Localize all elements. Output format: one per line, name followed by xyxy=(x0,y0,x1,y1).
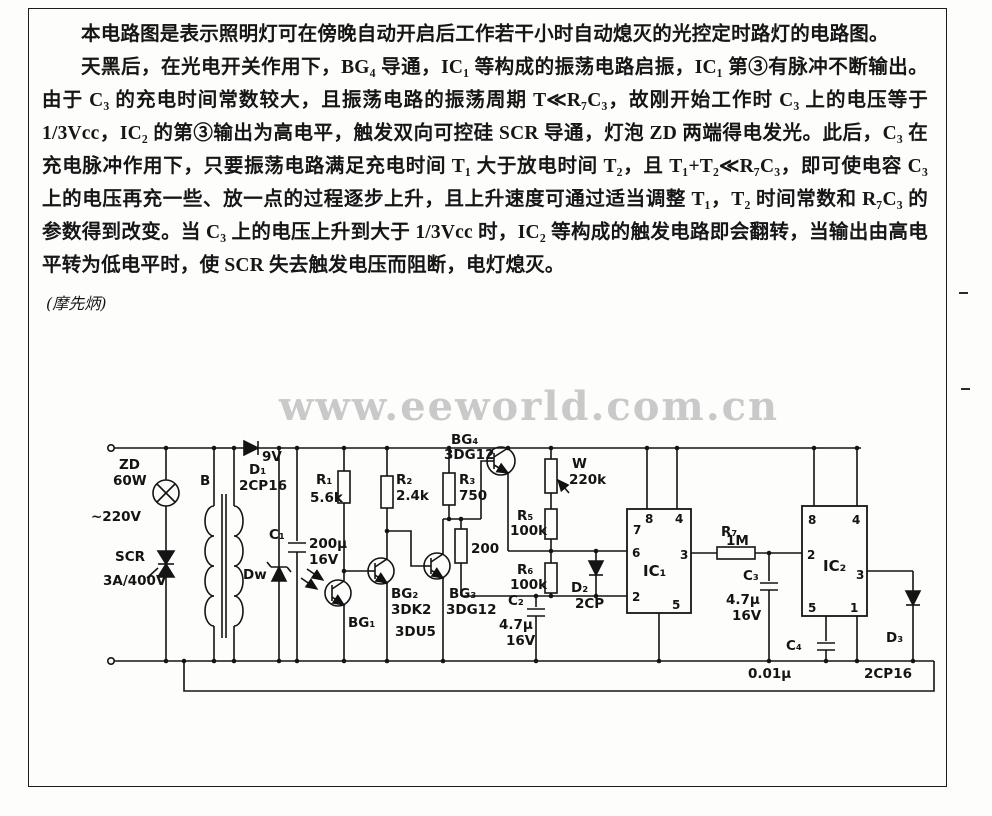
label-d2: D₂ xyxy=(571,580,588,596)
label-bg1-type: 3DU5 xyxy=(395,624,436,640)
label-r5: R₅ xyxy=(517,508,533,524)
diode-d2 xyxy=(587,551,605,596)
label-w-value: 220k xyxy=(569,472,607,488)
ic2-pin-4: 4 xyxy=(852,513,860,527)
label-r5-value: 100k xyxy=(510,523,548,539)
label-c2-value: 4.7μ xyxy=(499,617,533,633)
label-c3-voltage: 16V xyxy=(732,608,762,624)
label-d3: D₃ xyxy=(886,630,903,646)
input-terminal-bottom xyxy=(107,657,116,666)
label-r1: R₁ xyxy=(316,472,332,488)
label-r4-value: 200 xyxy=(471,541,499,557)
label-r1-value: 5.6k xyxy=(310,490,344,506)
label-scr-rating: 3A/400V xyxy=(103,573,167,589)
zener-dw xyxy=(266,448,292,661)
ic2-chip xyxy=(801,448,913,661)
diode-d3 xyxy=(904,571,922,661)
ic1-pin-6: 6 xyxy=(632,546,640,560)
article-text: 本电路图是表示照明灯可在傍晚自动开启后工作若干小时自动熄灭的光控定时路灯的电路图… xyxy=(42,18,928,314)
label-scr: SCR xyxy=(115,549,146,565)
label-zd-power: 60W xyxy=(113,473,147,489)
cap-c4 xyxy=(817,642,835,661)
resistor-r4 xyxy=(454,519,468,596)
label-c2: C₂ xyxy=(508,593,524,609)
label-bg4: BG₄ xyxy=(451,432,478,448)
label-c1-value: 200μ xyxy=(309,536,347,552)
input-terminal-top xyxy=(107,444,116,453)
label-r3: R₃ xyxy=(459,472,475,488)
ic1-chip xyxy=(626,448,717,661)
transistor-bg2 xyxy=(367,530,424,661)
circuit-diagram: ZD 60W ~220V SCR 3A/400V B 9V D₁ 2CP16 D… xyxy=(91,432,935,692)
ic1-pin-7: 7 xyxy=(633,523,641,537)
ic-pin-numbers: 7 8 4 6 2 3 5 8 4 2 3 5 1 xyxy=(632,512,864,615)
diode-d1 xyxy=(243,439,260,457)
label-bg2-type: 3DK2 xyxy=(391,602,431,618)
label-c4: C₄ xyxy=(786,638,802,654)
label-bg3-type: 3DG12 xyxy=(446,602,496,618)
ic1-pin-8: 8 xyxy=(645,512,653,526)
supply-rails xyxy=(107,444,935,692)
transistor-bg4 xyxy=(480,446,516,551)
ic2-pin-5: 5 xyxy=(808,601,816,615)
transformer-b xyxy=(204,448,244,661)
body-paragraph: 天黑后，在光电开关作用下，BG₄ 导通，IC₁ 等构成的振荡电路启振，IC₁ 第… xyxy=(42,57,928,276)
page-border: 本电路图是表示照明灯可在傍晚自动开启后工作若干小时自动熄灭的光控定时路灯的电路图… xyxy=(28,8,947,787)
label-d3-type: 2CP16 xyxy=(864,666,912,682)
label-c3-value: 4.7μ xyxy=(726,592,760,608)
ic2-pin-2: 2 xyxy=(807,548,815,562)
ic1-pin-5: 5 xyxy=(672,598,680,612)
label-r6-value: 100k xyxy=(510,577,548,593)
label-zd: ZD xyxy=(119,457,140,473)
ic1-pin-4: 4 xyxy=(675,512,683,526)
transistor-bg3 xyxy=(423,519,451,661)
cap-c3 xyxy=(760,553,778,661)
junction-dots xyxy=(163,445,916,664)
potentiometer-w xyxy=(544,448,570,509)
resistor-r2 xyxy=(380,448,394,559)
ic2-pin-3: 3 xyxy=(856,568,864,582)
label-d2-type: 2CP xyxy=(575,596,604,612)
label-ic2: IC₂ xyxy=(823,557,846,575)
label-bg2: BG₂ xyxy=(391,586,418,602)
label-c2-voltage: 16V xyxy=(506,633,536,649)
label-r7-value: 1M xyxy=(726,533,749,549)
label-transformer: B xyxy=(200,473,210,489)
label-c3: C₃ xyxy=(743,568,759,584)
label-dw: Dw xyxy=(243,567,267,583)
phototransistor-bg1 xyxy=(300,568,352,661)
author-credit: (摩先炳) xyxy=(46,294,107,313)
label-r2: R₂ xyxy=(396,472,412,488)
intro-paragraph: 本电路图是表示照明灯可在傍晚自动开启后工作若干小时自动熄灭的光控定时路灯的电路图… xyxy=(81,24,889,45)
label-d1-voltage: 9V xyxy=(262,449,282,465)
label-r2-value: 2.4k xyxy=(396,488,430,504)
ic1-pin-2: 2 xyxy=(632,590,640,604)
label-r3-value: 750 xyxy=(459,488,487,504)
ic2-pin-1: 1 xyxy=(850,601,858,615)
label-bg1: BG₁ xyxy=(348,615,375,631)
label-bg4-type: 3DG12 xyxy=(444,447,494,463)
label-w: W xyxy=(572,456,587,472)
resistor-r7 xyxy=(716,546,802,560)
label-r6: R₆ xyxy=(517,562,533,578)
label-ic1: IC₁ xyxy=(643,562,666,580)
label-bg3: BG₃ xyxy=(449,586,476,602)
margin-mark-1 xyxy=(959,292,968,294)
margin-mark-2 xyxy=(961,388,970,390)
resistor-r1 xyxy=(337,448,368,581)
ic1-pin-3: 3 xyxy=(680,548,688,562)
label-d1: D₁ xyxy=(249,462,266,478)
lamp-zd xyxy=(152,448,180,551)
label-c4-value: 0.01μ xyxy=(748,666,791,682)
watermark: www.eeworld.com.cn xyxy=(279,383,780,430)
oscillator-bus-wires xyxy=(461,550,627,597)
ic2-pin-8: 8 xyxy=(808,513,816,527)
label-d1-type: 2CP16 xyxy=(239,478,287,494)
label-r7: R₇ xyxy=(721,524,737,540)
cap-c1 xyxy=(288,448,306,661)
scr-triac xyxy=(146,550,176,661)
label-mains: ~220V xyxy=(91,509,141,525)
label-c1-voltage: 16V xyxy=(309,552,339,568)
label-c1: C₁ xyxy=(269,527,285,543)
